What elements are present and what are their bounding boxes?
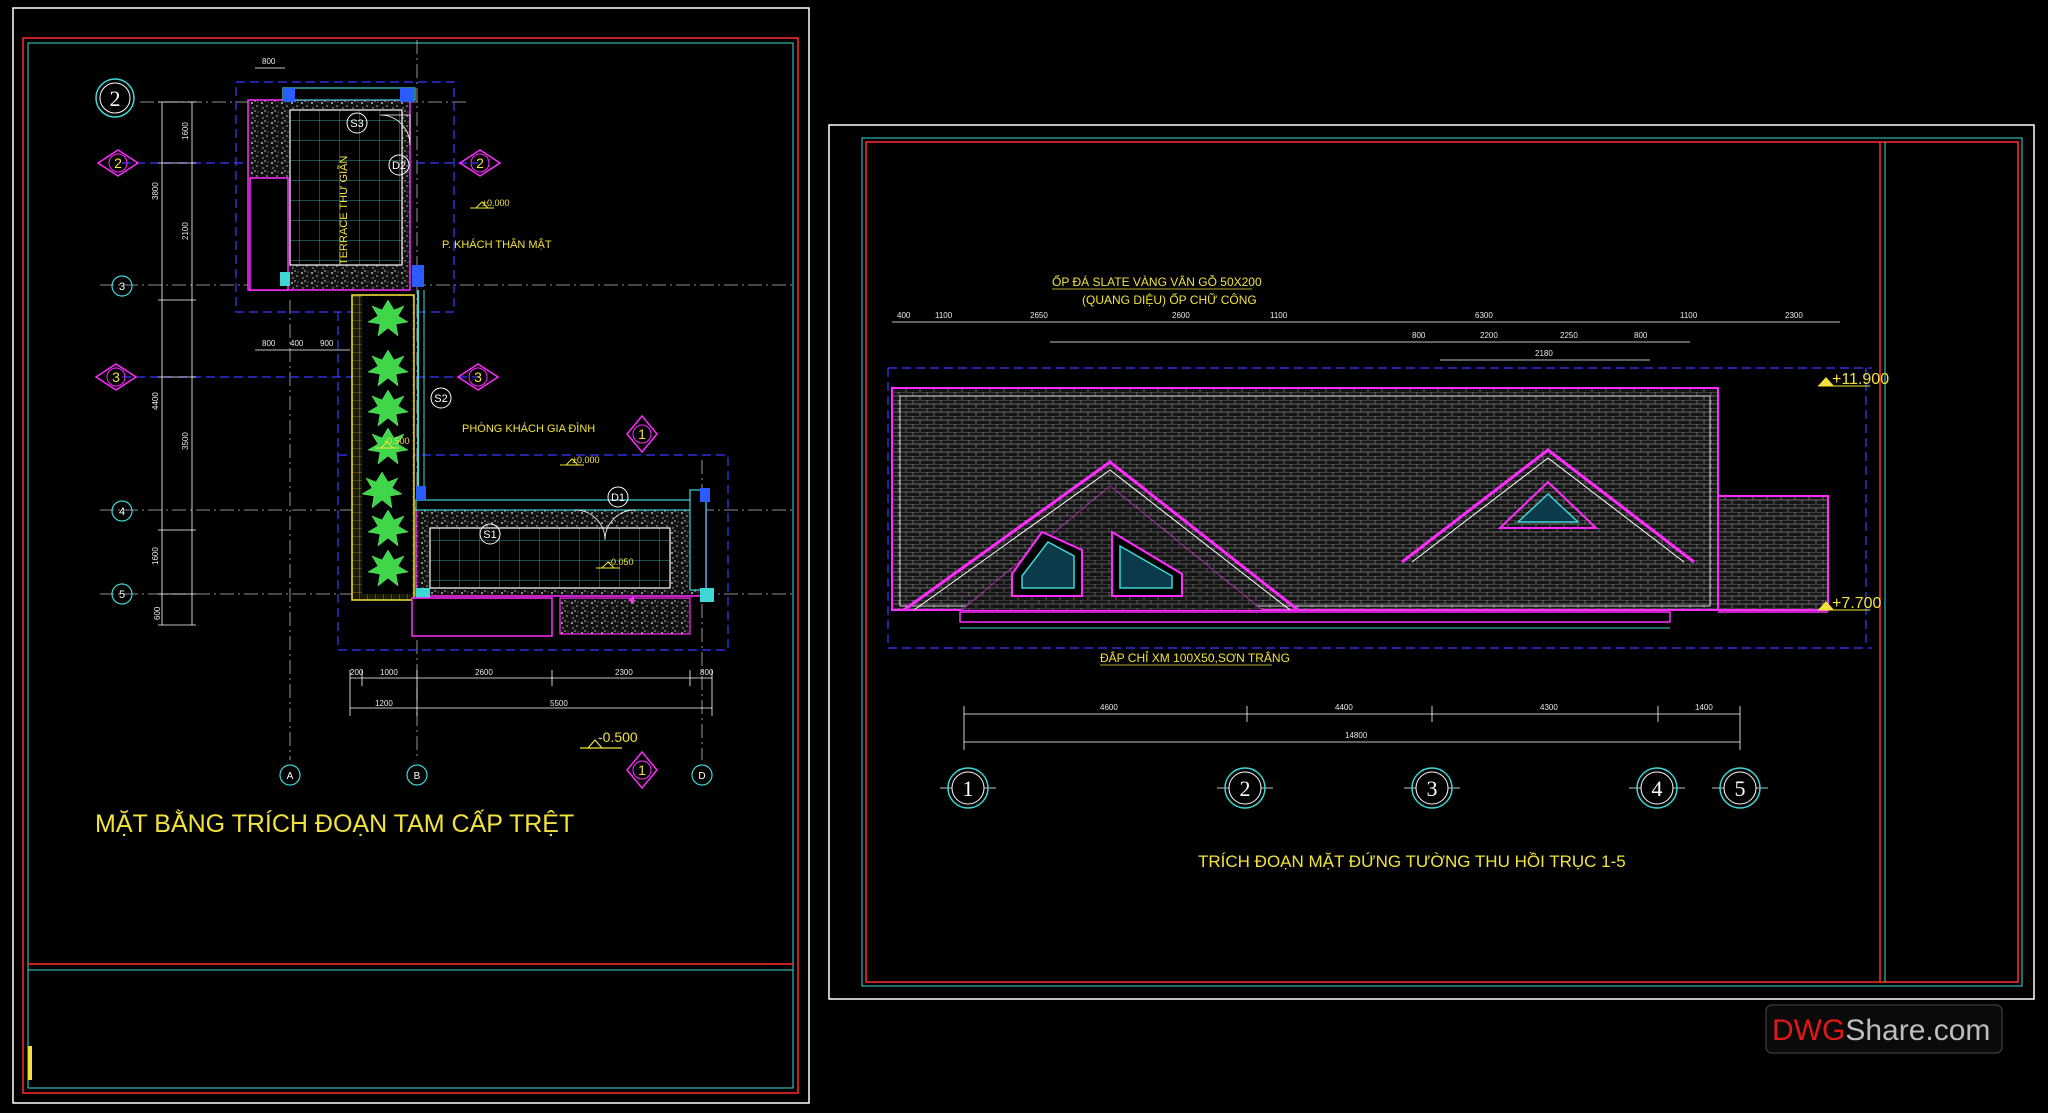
- svg-text:DWGShare.com: DWGShare.com: [1772, 1014, 1990, 1047]
- terrace-label: TERRACE THƯ GIÃN: [337, 156, 350, 265]
- axis-label-5: 5: [1735, 776, 1746, 801]
- dim-label: 2600: [1172, 311, 1190, 320]
- note-slate: ỐP ĐÁ SLATE VÀNG VÂN GỖ 50X200: [1052, 274, 1262, 289]
- left-sheet: [12, 7, 810, 1104]
- level-lv1: ±0.000: [482, 198, 509, 208]
- dim-label: 900: [320, 339, 334, 348]
- level-lv5: -0.500: [598, 729, 638, 745]
- watermark-brand-b: Share.com: [1845, 1014, 1990, 1047]
- level-lv4: -0.050: [608, 557, 634, 567]
- axis-label-4: 4: [1652, 776, 1663, 801]
- tag-d2: D2: [392, 160, 406, 172]
- tag-d1: D1: [611, 492, 625, 504]
- dim-label: 2180: [1535, 349, 1553, 358]
- level-top: +11.900: [1832, 371, 1889, 388]
- dim-label: 6300: [1475, 311, 1493, 320]
- section-marker-1: 1: [638, 426, 646, 442]
- dim-label: 800: [700, 668, 714, 677]
- dim-label: 4400: [151, 392, 160, 410]
- floor-plan-drawing: 1600 3800 2100 4400 3500 1600 600 800 80…: [94, 40, 795, 838]
- plant-icons: [361, 299, 409, 587]
- dim-label: 800: [262, 339, 276, 348]
- dim-label: 3800: [151, 182, 160, 200]
- plan-axis-markers: 2 2 2 3 3 1 1 3 4 5 A: [94, 78, 713, 790]
- dim-label: 1400: [1695, 703, 1713, 712]
- dim-label: 400: [897, 311, 911, 320]
- dim-label: 2300: [615, 668, 633, 677]
- axis-label-2: 2: [1240, 776, 1251, 801]
- elevation-axis-markers: 1 2 3 4 5: [940, 767, 1768, 809]
- watermark-brand-a: DWG: [1772, 1014, 1845, 1047]
- axis-bubble-2: 2: [110, 86, 121, 111]
- dim-label: 1100: [935, 311, 953, 320]
- dim-label: 1000: [380, 668, 398, 677]
- dim-label: 4600: [1100, 703, 1118, 712]
- axis-bubble-a: A: [287, 771, 294, 782]
- dim-label: 2250: [1560, 331, 1578, 340]
- axis-bubble: [1640, 771, 1674, 805]
- axis-bubble-ring: [1411, 767, 1453, 809]
- dim-label: 2300: [1785, 311, 1803, 320]
- dim-label: 1100: [1680, 311, 1698, 320]
- level-bottom: +7.700: [1832, 595, 1881, 612]
- dim-label: 1200: [375, 699, 393, 708]
- level-lv3: ±0.000: [572, 455, 599, 465]
- axis-bubble-3: 3: [119, 281, 125, 293]
- axis-bubble-ring: [947, 767, 989, 809]
- plan-title: MẶT BẰNG TRÍCH ĐOẠN TAM CẤP TRỆT: [95, 809, 574, 838]
- tag-s3: S3: [350, 118, 363, 130]
- axis-bubble-ring: [1224, 767, 1266, 809]
- phong-khach-label: PHÒNG KHÁCH GIA ĐÌNH: [462, 422, 595, 435]
- axis-bubble: [1228, 771, 1262, 805]
- axis-bubble-5: 5: [119, 589, 125, 601]
- dim-label: 4300: [1540, 703, 1558, 712]
- dim-label: 2200: [1480, 331, 1498, 340]
- section-marker-2: 2: [114, 155, 122, 171]
- dim-label: 1600: [151, 547, 160, 565]
- section-marker-3: 3: [112, 369, 120, 385]
- dim-label: 2650: [1030, 311, 1048, 320]
- right-sheet: [828, 124, 2035, 1000]
- level-lv2: -0.500: [384, 436, 410, 446]
- section-marker-3: 3: [474, 369, 482, 385]
- dim-label: 800: [262, 57, 276, 66]
- tag-s1: S1: [483, 529, 496, 541]
- dim-label: 600: [153, 606, 162, 620]
- dim-label: 5500: [550, 699, 568, 708]
- section-marker-2: 2: [476, 155, 484, 171]
- dim-label: 14800: [1345, 731, 1368, 740]
- p-khach-label: P. KHÁCH THÂN MẬT: [442, 238, 552, 251]
- dim-label: 3500: [181, 432, 190, 450]
- axis-bubble-ring: [1719, 767, 1761, 809]
- dim-label: 400: [290, 339, 304, 348]
- dim-label: 2600: [475, 668, 493, 677]
- axis-bubble: [951, 771, 985, 805]
- axis-bubble-d: D: [698, 771, 705, 782]
- dim-label: 4400: [1335, 703, 1353, 712]
- room-tags: S3 S2 S1 D1 D2: [346, 112, 629, 545]
- section-marker-1: 1: [638, 762, 646, 778]
- dwgshare-watermark: DWGShare.com: [1765, 1004, 2003, 1054]
- dim-label: 200: [350, 668, 364, 677]
- note-molding: ĐẮP CHỈ XM 100X50,SƠN TRẮNG: [1100, 650, 1290, 665]
- dim-label: 1100: [1270, 311, 1288, 320]
- dim-label: 800: [1634, 331, 1648, 340]
- axis-label-1: 1: [963, 776, 974, 801]
- axis-bubble-ring: [1636, 767, 1678, 809]
- axis-bubble-b: B: [414, 771, 421, 782]
- axis-bubble: [1415, 771, 1449, 805]
- dim-label: 1600: [181, 122, 190, 140]
- axis-label-3: 3: [1427, 776, 1438, 801]
- note-slate-2: (QUANG DIỆU) ỐP CHỮ CÔNG: [1082, 292, 1257, 307]
- elevation-title: TRÍCH ĐOẠN MẶT ĐỨNG TƯỜNG THU HỒI TRỤC 1…: [1198, 852, 1626, 871]
- dim-label: 2100: [181, 222, 190, 240]
- level-markers: ±0.000 -0.500 ±0.000 -0.050 -0.500: [375, 198, 638, 749]
- axis-bubble-4: 4: [119, 506, 125, 518]
- axis-bubble: [1723, 771, 1757, 805]
- tag-s2: S2: [434, 393, 447, 405]
- dim-label: 800: [1412, 331, 1426, 340]
